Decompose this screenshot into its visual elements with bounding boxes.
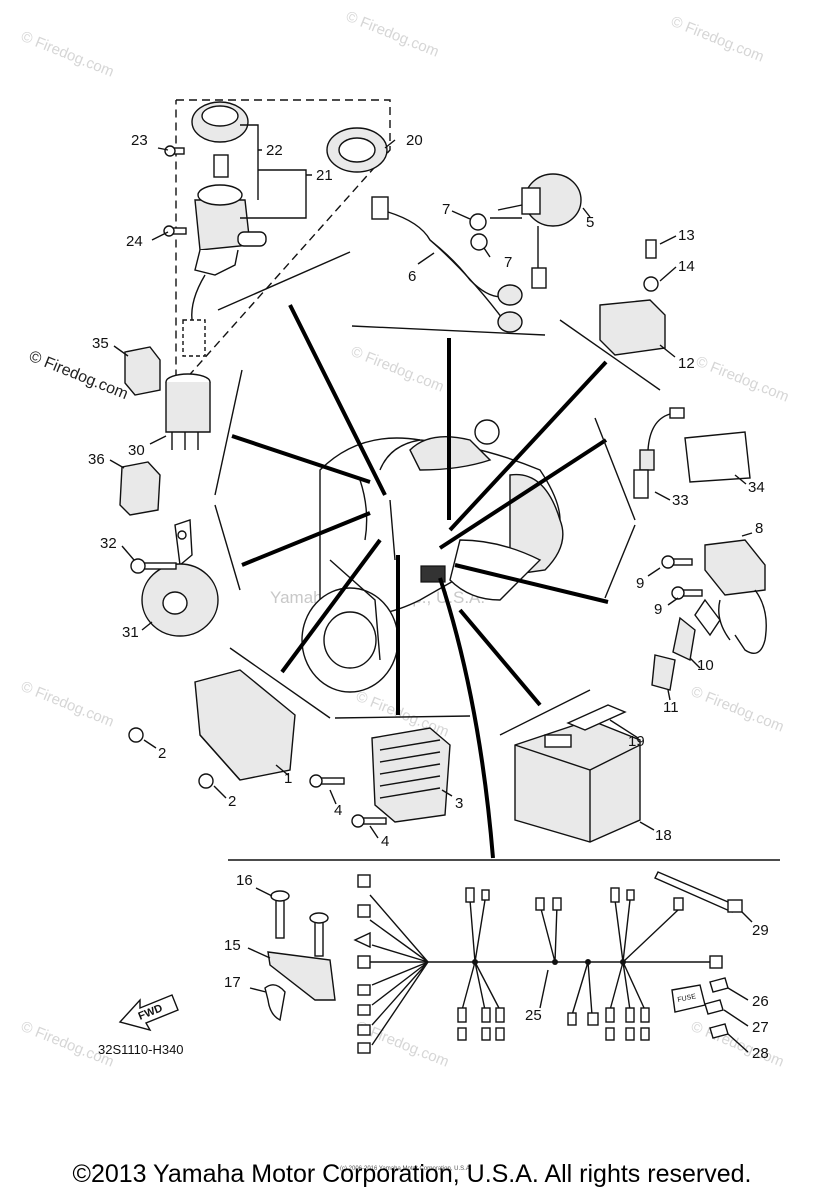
callout-25: 25 [525,1007,542,1024]
callout-26: 26 [752,993,769,1010]
forward-arrow-icon: FWD [118,994,179,1032]
relay-unit-12 [599,239,666,356]
callout-9: 9 [654,601,662,618]
callout-20: 20 [406,132,423,149]
callout-9: 9 [636,575,644,592]
callout-1: 1 [284,770,292,787]
wire-harness: FUSE [353,874,723,1054]
watermark: © Firedog.com [344,8,442,61]
callout-2: 2 [228,793,236,810]
callout-16: 16 [236,872,253,889]
callout-10: 10 [697,657,714,674]
harness-bracket [264,890,336,1022]
callout-4: 4 [334,802,342,819]
callout-12: 12 [678,355,695,372]
cable-tie [654,871,743,913]
rectifier-regulator [309,727,451,828]
cdi-unit [128,669,296,789]
battery [514,704,641,843]
callout-23: 23 [131,132,148,149]
callout-29: 29 [752,922,769,939]
callout-8: 8 [755,520,763,537]
callout-labels: 1 2 2 3 4 4 5 6 7 7 8 9 9 10 11 12 13 14… [88,132,769,1062]
callout-35: 35 [92,335,109,352]
callout-24: 24 [126,233,143,250]
watermark: © Firedog.com [669,13,767,66]
screw-icon [164,145,185,157]
scooter-illustration [301,419,564,693]
callout-19: 19 [628,733,645,750]
watermark: © Firedog.com [349,343,447,396]
copyright-footer: ©2013 Yamaha Motor Corporation, U.S.A. A… [72,1160,752,1188]
fine-print: (c) 2006-2016 Yamaha Motor Corporation, … [340,1166,472,1172]
pointer-lines [214,251,780,861]
fuses [704,977,729,1039]
callout-18: 18 [655,827,672,844]
callout-3: 3 [455,795,463,812]
callout-22: 22 [266,142,283,159]
starter-relay-and-cable [371,173,582,333]
diagram-code: 32S1110-H340 [98,1042,184,1057]
callout-27: 27 [752,1019,769,1036]
main-switch-assembly [163,101,388,357]
watermark: © Firedog.com [27,348,131,403]
callout-11: 11 [663,699,679,716]
callout-28: 28 [752,1045,769,1062]
watermark: © Firedog.com [694,353,792,406]
left-relays [119,346,211,516]
callout-13: 13 [678,227,695,244]
callout-32: 32 [100,535,117,552]
callout-17: 17 [224,974,241,991]
callout-2: 2 [158,745,166,762]
o2-sensor [633,407,751,499]
ignition-coil [651,539,767,691]
callout-31: 31 [122,624,139,641]
ignition-group-box [175,99,391,392]
callout-7: 7 [442,201,450,218]
callout-36: 36 [88,451,105,468]
callout-5: 5 [586,214,594,231]
callout-21: 21 [316,167,333,184]
screw-icon [163,225,187,237]
watermark: © Firedog.com [19,678,117,731]
callout-15: 15 [224,937,241,954]
fuse-label: FUSE [677,993,697,1004]
callout-33: 33 [672,492,689,509]
callout-34: 34 [748,479,765,496]
watermark: © Firedog.com [19,28,117,81]
callout-4: 4 [381,833,389,850]
callout-30: 30 [128,442,145,459]
watermark: © Firedog.com [689,1018,787,1071]
watermark: © Firedog.com [689,683,787,736]
callout-6: 6 [408,268,416,285]
callout-7: 7 [504,254,512,271]
callout-14: 14 [678,258,695,275]
horn [130,519,219,637]
